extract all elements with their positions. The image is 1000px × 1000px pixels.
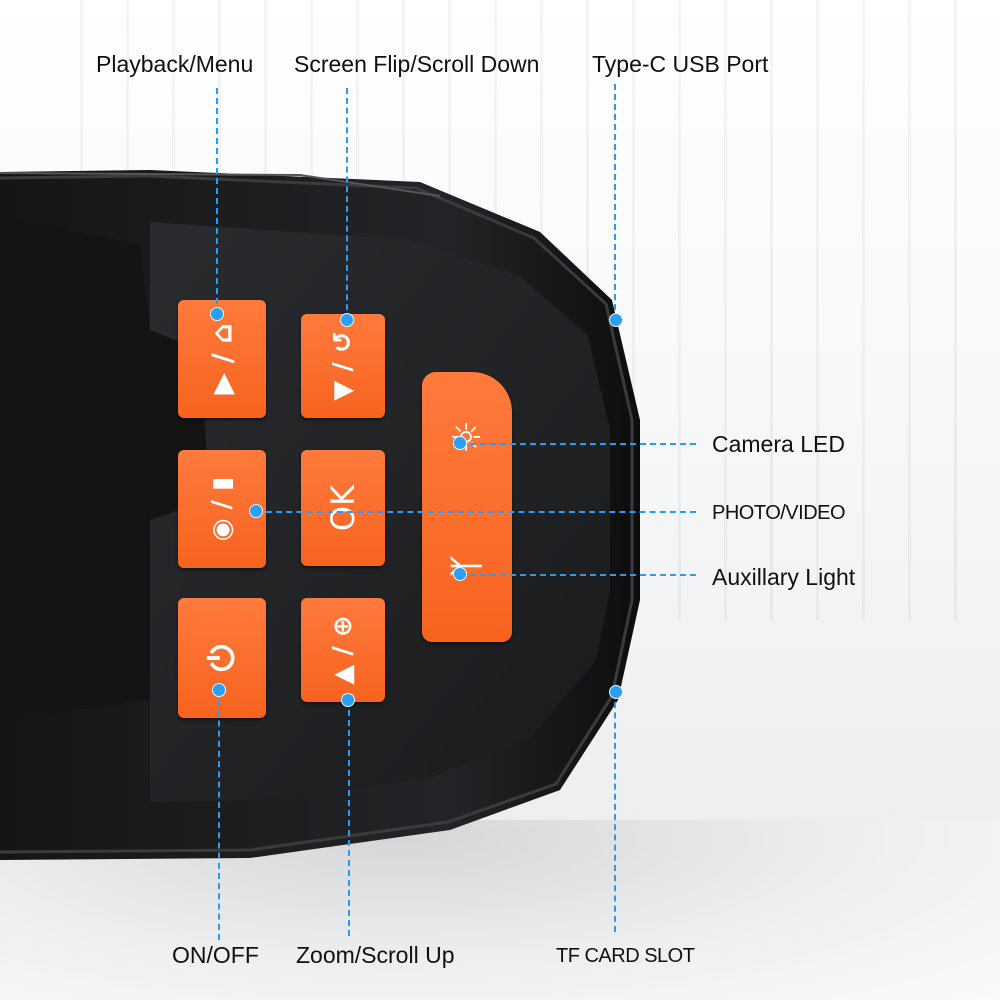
ok-label: OK — [324, 484, 362, 532]
callout-dot-photo — [249, 504, 263, 518]
callout-dot-playback — [210, 307, 224, 321]
callout-dot-flip — [340, 313, 354, 327]
ok-button[interactable]: OK — [301, 450, 385, 566]
label-type-c: Type-C USB Port — [592, 51, 769, 77]
callout-line-playback — [216, 88, 218, 314]
label-aux-light: Auxillary Light — [712, 564, 856, 590]
callout-dot-aux — [453, 567, 467, 581]
callout-line-aux — [460, 574, 696, 576]
callout-dot-power — [212, 683, 226, 697]
callout-dot-typec — [609, 313, 623, 327]
power-button[interactable]: ⏻ — [178, 598, 266, 718]
callout-line-tf — [614, 692, 616, 932]
label-on-off: ON/OFF — [172, 942, 259, 968]
zoom-icon: ▲ / ⊕ — [328, 615, 358, 685]
label-camera-led: Camera LED — [712, 431, 845, 457]
callout-line-led — [460, 443, 696, 445]
label-zoom: Zoom/Scroll Up — [296, 942, 455, 968]
playback-menu-button[interactable]: ▶ / ⌂ — [178, 300, 266, 418]
label-photo-video: PHOTO/VIDEO — [712, 502, 846, 524]
callout-line-zoom — [348, 700, 350, 936]
callout-dot-tf — [609, 685, 623, 699]
camera-icon: ◉ / ▮ — [207, 476, 237, 542]
device-lens-housing — [0, 215, 210, 720]
power-icon: ⏻ — [202, 644, 242, 672]
playback-icon: ▶ / ⌂ — [205, 323, 239, 395]
screen-flip-button[interactable]: ▼ / ↺ — [301, 314, 385, 418]
light-button[interactable]: ☼ ᛉ — [422, 372, 512, 642]
callout-line-typec — [614, 84, 616, 320]
flip-icon: ▼ / ↺ — [328, 331, 358, 401]
label-screen-flip: Screen Flip/Scroll Down — [294, 51, 540, 77]
callout-dot-led — [453, 436, 467, 450]
callout-line-power — [218, 690, 220, 940]
label-playback-menu: Playback/Menu — [96, 51, 254, 77]
camera-led-icon: ☼ — [445, 419, 489, 454]
callout-line-flip — [346, 88, 348, 320]
device-highlight — [0, 172, 441, 197]
label-tf-card: TF CARD SLOT — [556, 945, 695, 967]
callout-line-photo — [256, 511, 696, 513]
callout-dot-zoom — [341, 693, 355, 707]
zoom-button[interactable]: ▲ / ⊕ — [301, 598, 385, 702]
